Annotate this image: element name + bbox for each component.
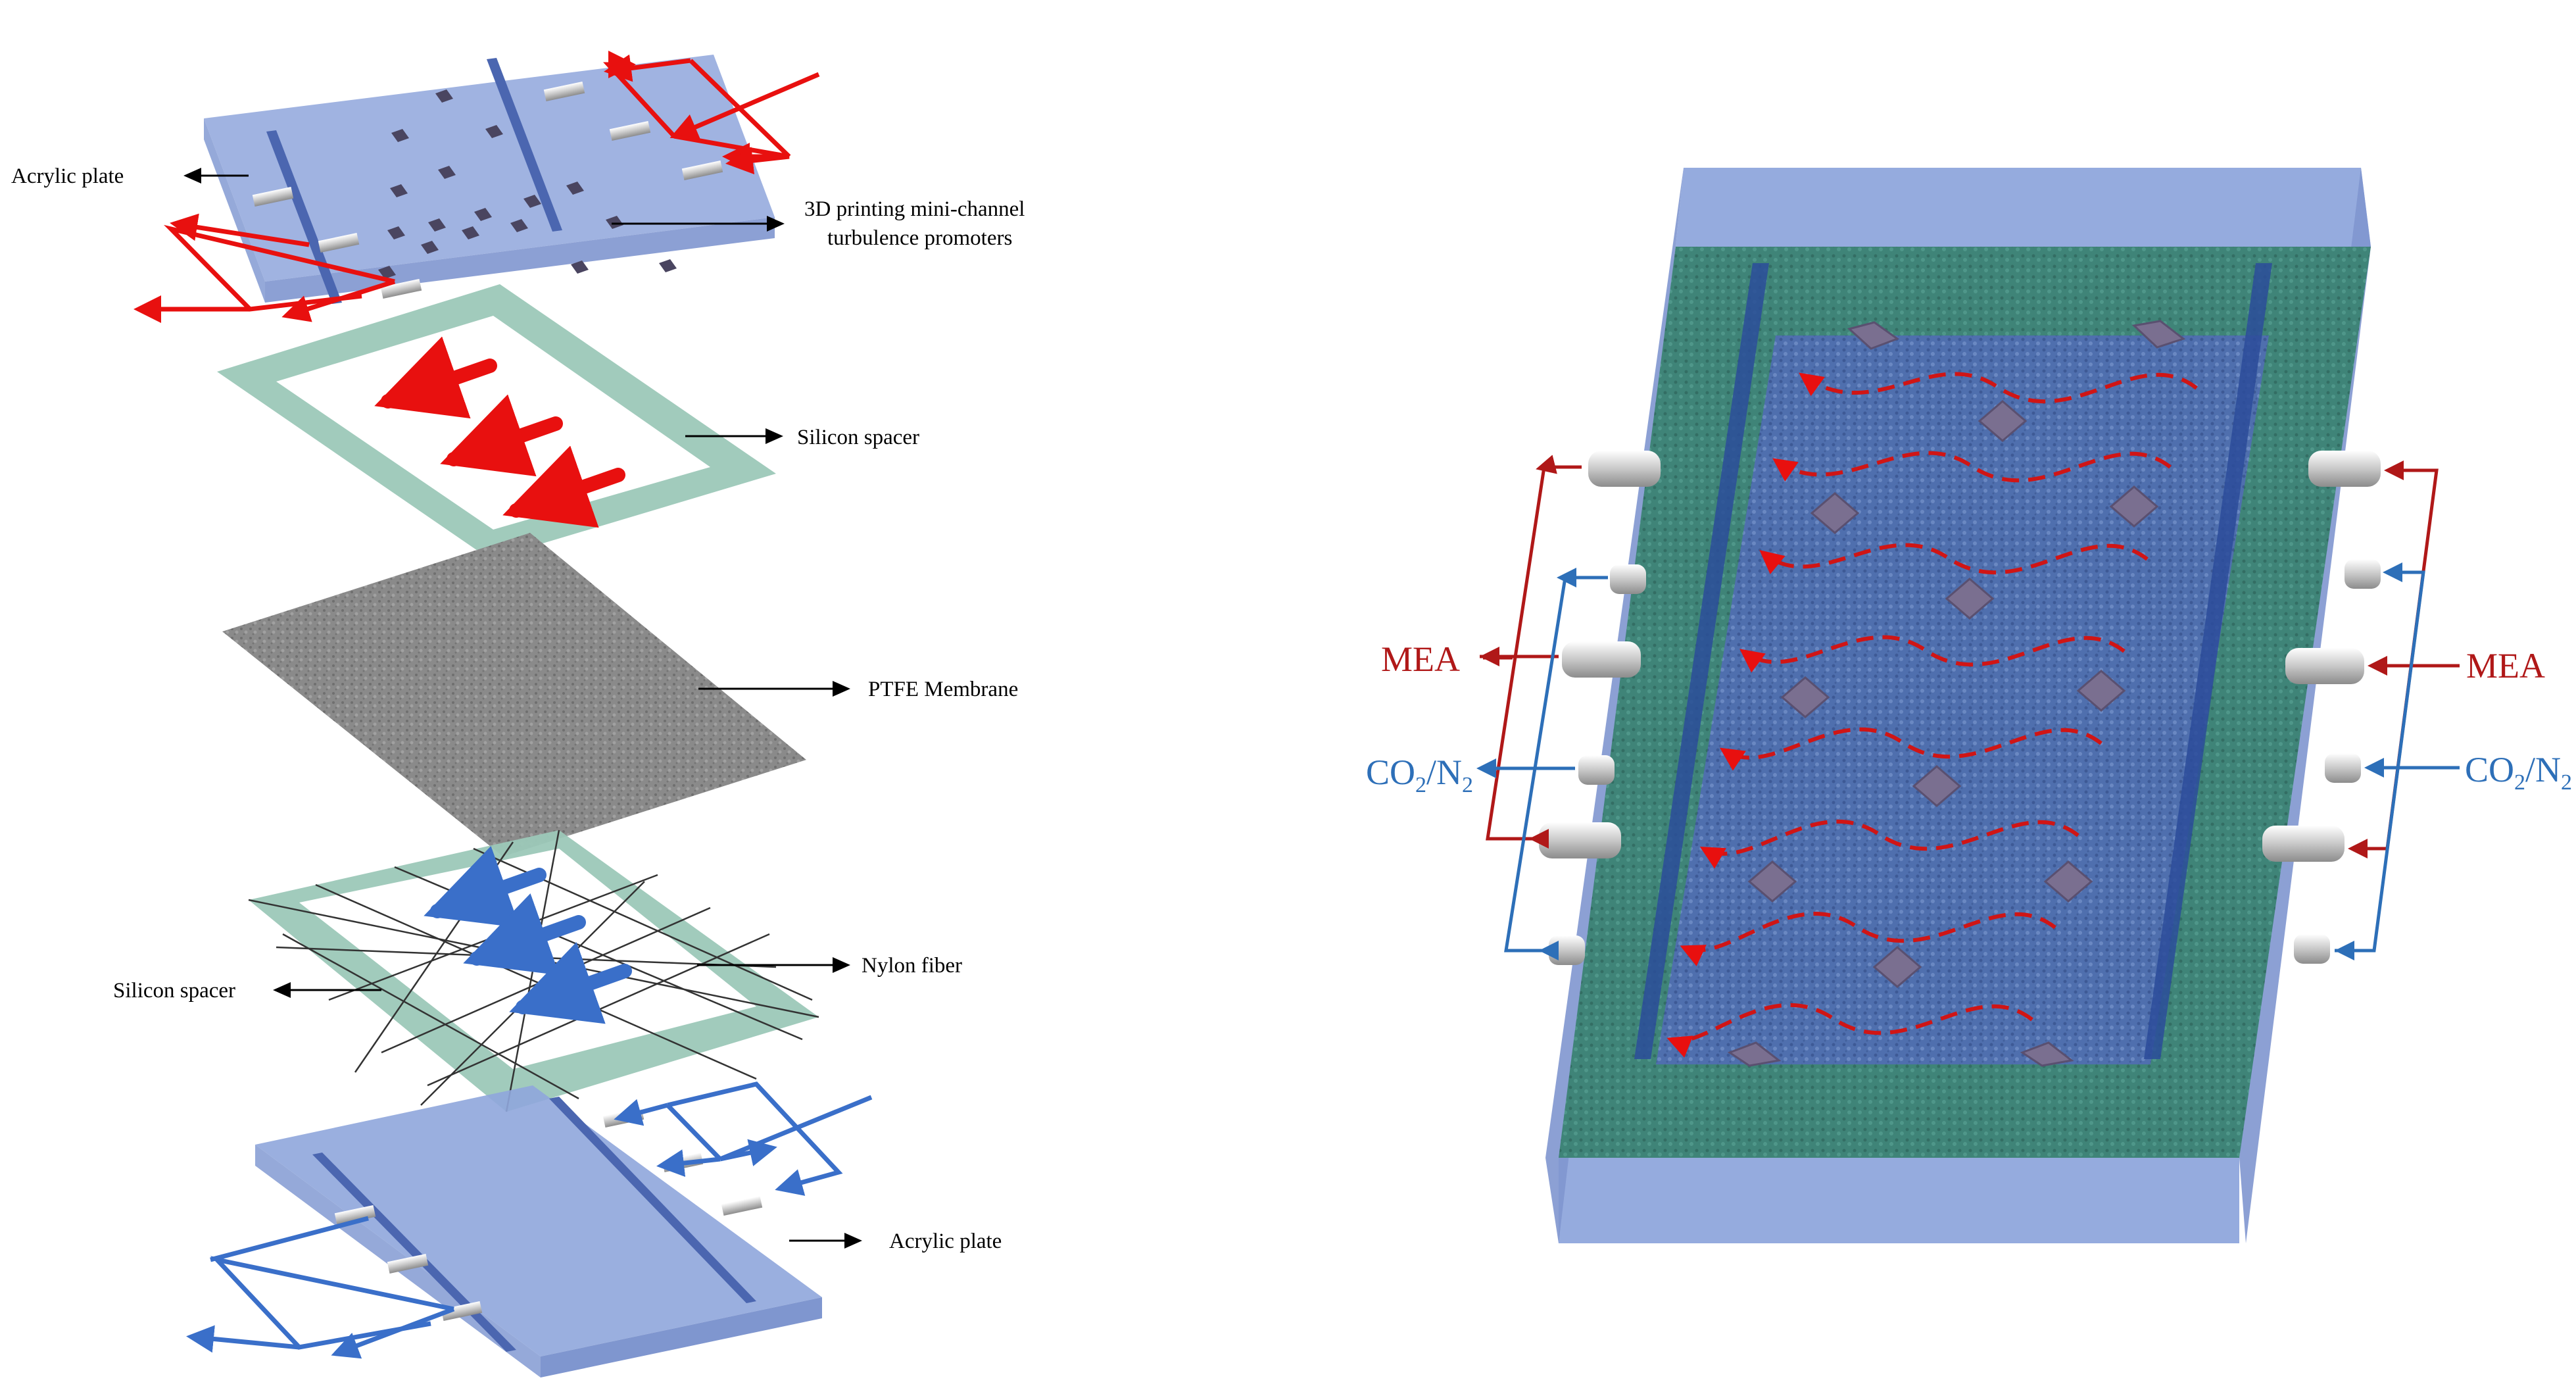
top-plate-ports [252,81,723,299]
turbulence-promoters [378,89,677,279]
label-promoters-line2: turbulence promoters [827,226,1012,250]
label-gas-left: CO2/N2 [1366,753,1473,797]
module-liquid-flow [1666,372,2198,1058]
assembled-module: MEA CO2/N2 MEA CO2/N2 [1366,168,2572,1243]
liquid-flow-arrows [374,336,625,528]
liquid-flow-circuit-top [134,51,820,323]
module-left-manifold [1476,455,1608,960]
label-acrylic-plate-bottom: Acrylic plate [889,1229,1002,1253]
label-mea-left: MEA [1381,639,1460,679]
label-gas-right: CO2/N2 [2465,750,2572,795]
bottom-acrylic-plate [186,1081,873,1378]
module-channel [1656,335,2269,1064]
module-left-ports [1539,451,1661,965]
label-mea-right: MEA [2466,646,2545,685]
label-nylon-fiber: Nylon fiber [862,954,962,978]
label-acrylic-plate-top: Acrylic plate [11,164,124,188]
module-right-manifold [2335,460,2460,960]
top-acrylic-plate [134,51,820,323]
label-ptfe-membrane: PTFE Membrane [868,678,1018,701]
top-silicon-spacer [217,284,776,559]
nylon-fiber-spacer [248,830,819,1112]
module-promoters [1727,320,2186,1067]
module-front-wall [1559,1158,2239,1243]
exploded-view: Acrylic plate 3D printing mini-channel t… [11,51,1025,1378]
gas-flow-circuit-bottom [186,1081,873,1359]
module-back-wall [1676,168,2371,247]
module-right-ports [2262,451,2381,964]
gas-flow-arrows [424,846,632,1024]
label-promoters-line1: 3D printing mini-channel [804,197,1025,221]
callouts: Acrylic plate 3D printing mini-channel t… [11,164,1025,1253]
module-left-wall [1545,168,1684,1243]
ptfe-membrane [222,533,806,856]
label-silicon-spacer-top: Silicon spacer [797,426,919,449]
label-silicon-spacer-bottom: Silicon spacer [113,979,235,1003]
